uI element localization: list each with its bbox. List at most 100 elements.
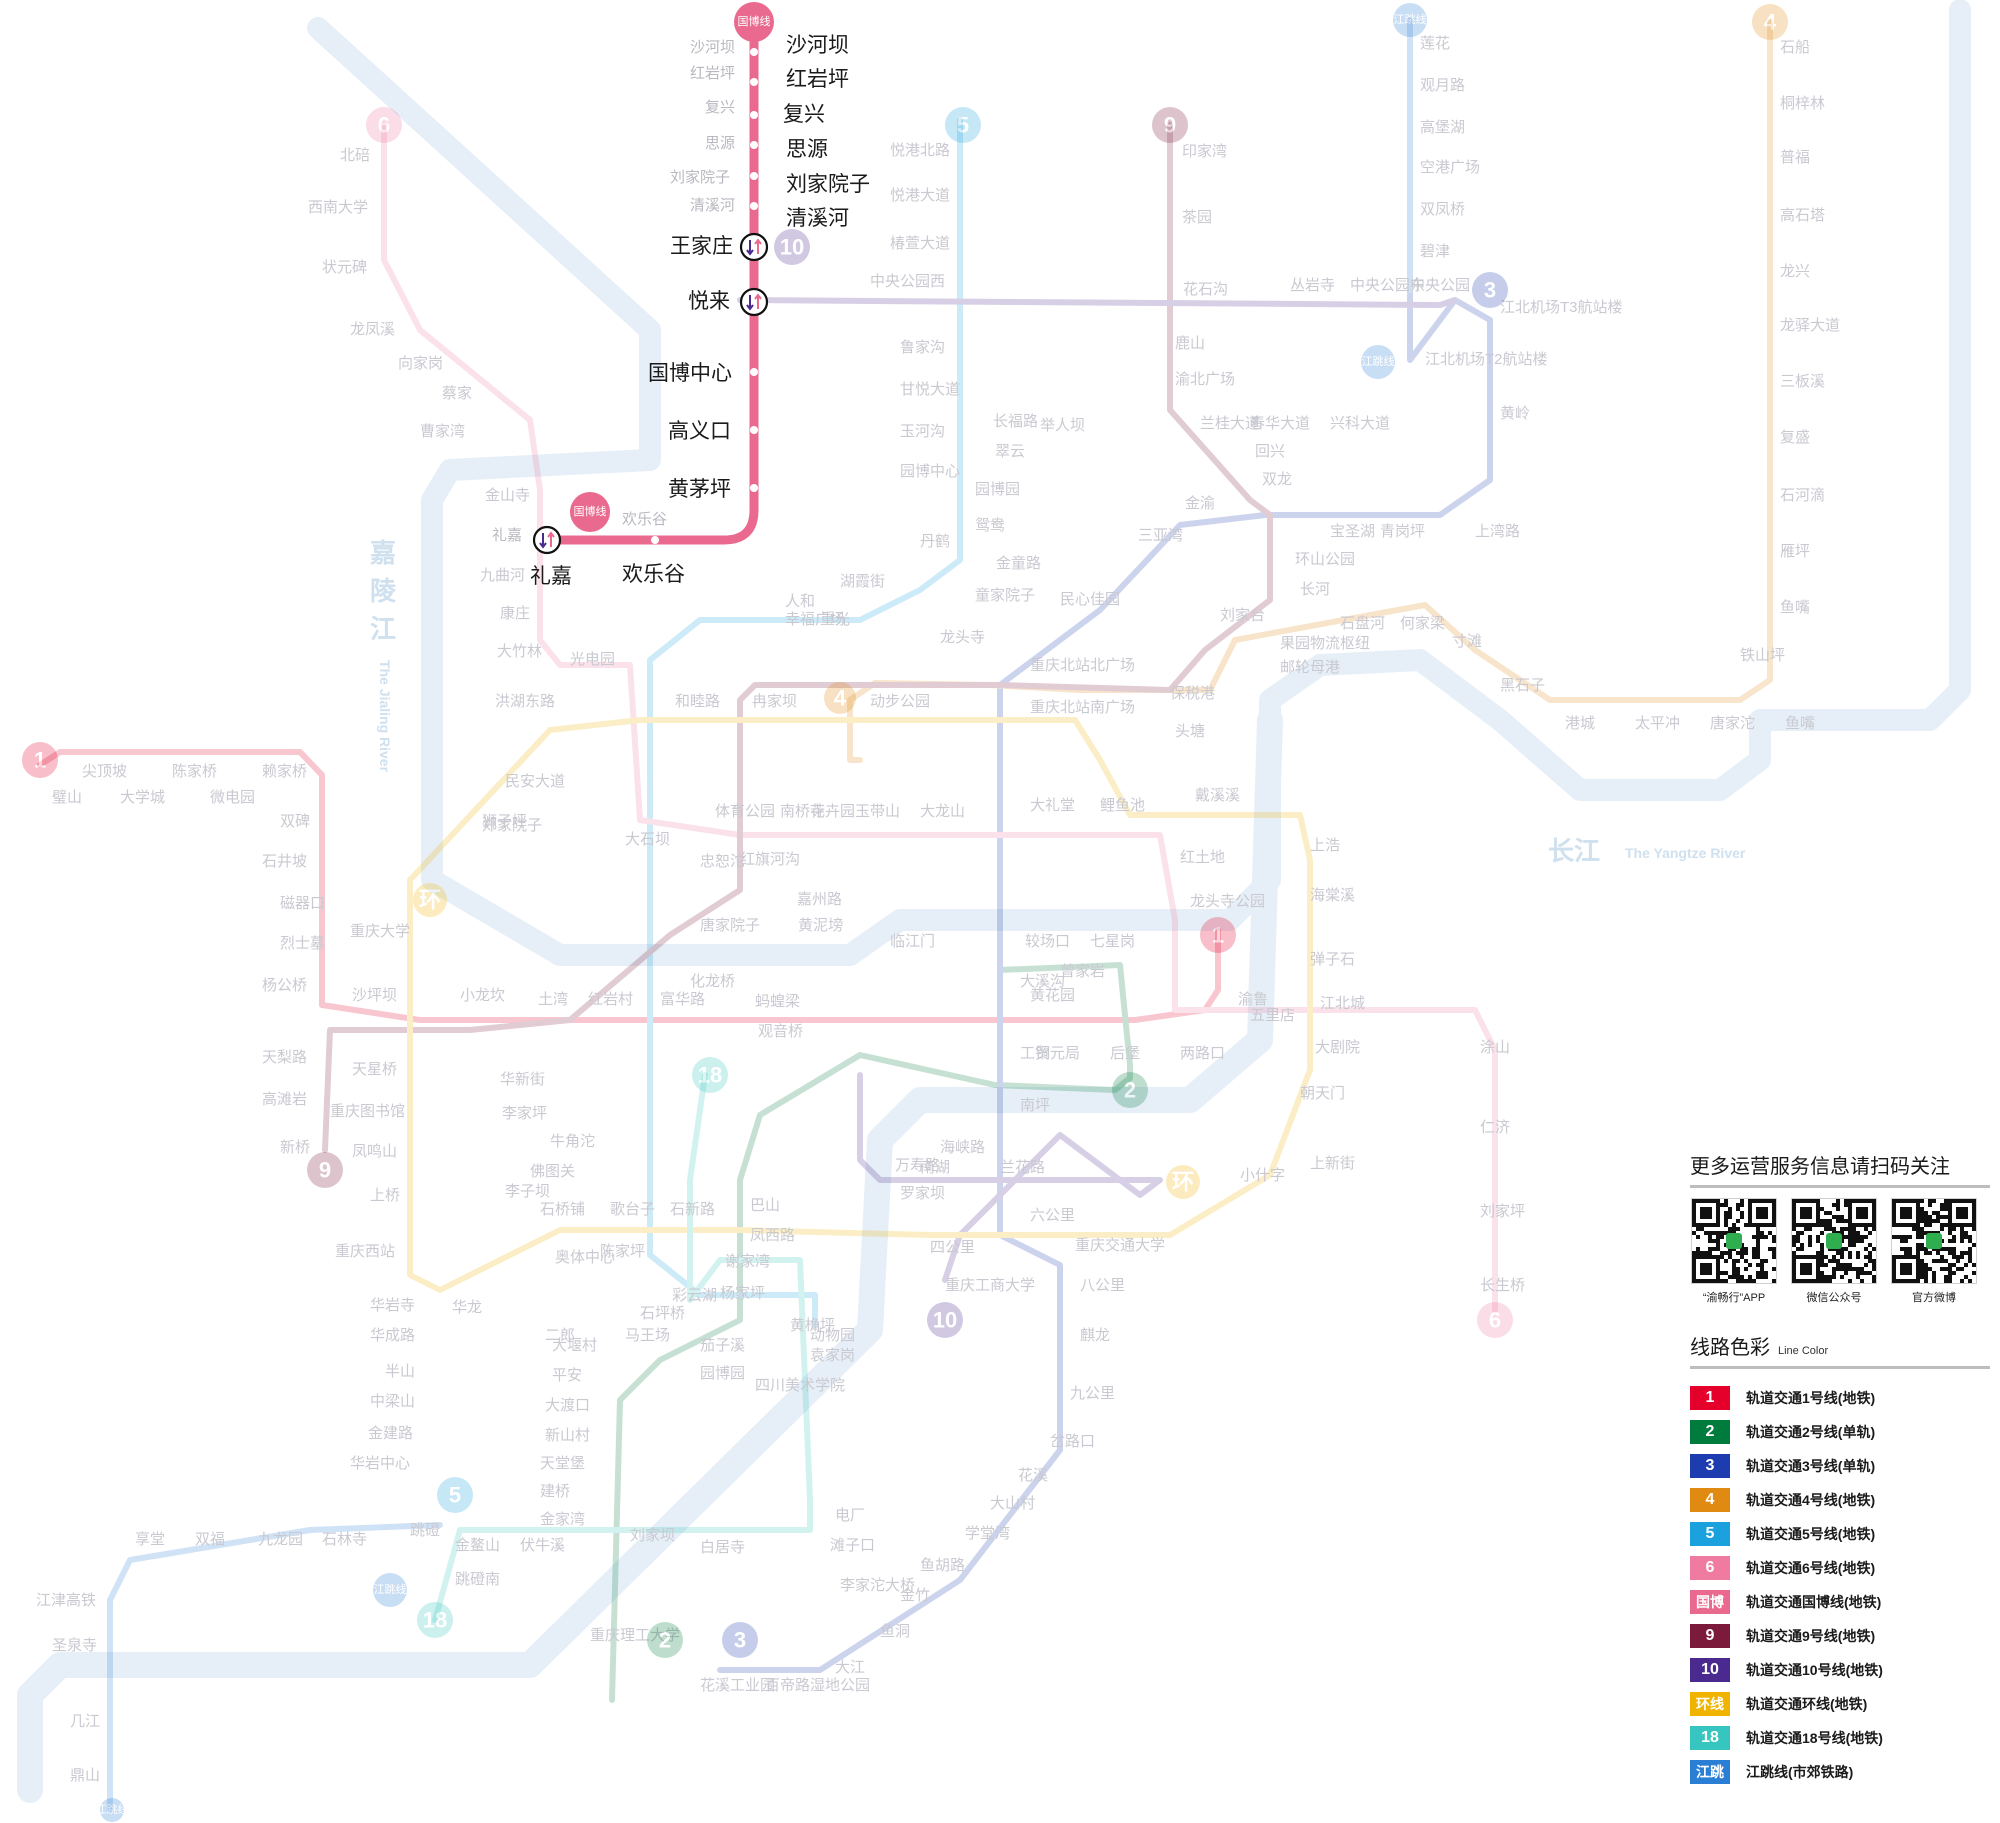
station-dot[interactable]: [750, 111, 758, 119]
yangtze-en: The Yangtze River: [1625, 845, 1746, 861]
faint-station-label: 鱼嘴: [1785, 714, 1815, 732]
faint-station-label: 享堂: [135, 1531, 165, 1548]
qr-code-weibo[interactable]: [1891, 1198, 1977, 1284]
faint-station-label: 港城: [1565, 715, 1595, 732]
line-color-name: 轨道交通3号线(单轨): [1746, 1458, 1876, 1474]
faint-station-label: 翠云: [995, 443, 1025, 460]
guobo-station-label[interactable]: 欢乐谷: [622, 563, 685, 586]
faint-station-label: 兰桂大道: [1200, 415, 1260, 432]
faint-station-label: 重庆西站: [335, 1243, 395, 1260]
faint-station-label: 九龙园: [258, 1531, 303, 1548]
qr-code-wechat[interactable]: [1791, 1198, 1877, 1284]
guobo-station-label[interactable]: 刘家院子: [786, 173, 870, 196]
line3-badge-b-text: 3: [734, 1628, 746, 1653]
faint-station-label: 民心佳园: [1060, 591, 1120, 608]
guobo-station-label[interactable]: 王家庄: [670, 235, 733, 258]
faint-station-label: 大山村: [990, 1495, 1035, 1512]
faint-station-label: 牛角沱: [550, 1133, 595, 1150]
faint-station-label: 石桥铺: [540, 1201, 585, 1218]
station-dot[interactable]: [750, 78, 758, 86]
guobo-station-label[interactable]: 红岩坪: [786, 68, 849, 91]
faint-station-label: 茄子溪: [700, 1337, 745, 1354]
faint-station-label: 双福: [195, 1531, 225, 1548]
faint-station-label: 石新路: [670, 1201, 715, 1218]
faint-station-label: 黄岭: [1500, 405, 1530, 422]
faint-station-label: 石林寺: [322, 1531, 367, 1548]
station-dot[interactable]: [750, 426, 758, 434]
guobo-station[interactable]: 悦来: [688, 287, 769, 317]
faint-station-label: 红土地: [1180, 849, 1225, 866]
guobo-station[interactable]: 高义口: [668, 420, 758, 443]
line1-path: [37, 749, 1221, 1023]
faint-station-label: 磁器口: [280, 895, 325, 912]
guobo-station-label[interactable]: 清溪河: [786, 207, 849, 230]
station-dot[interactable]: [750, 141, 758, 149]
line-color-name: 轨道交通2号线(单轨): [1746, 1424, 1876, 1440]
faint-station-label: 保税港: [1170, 685, 1215, 702]
faint-station-label: 渝北广场: [1175, 371, 1235, 388]
transfer-station-marker[interactable]: [532, 525, 562, 555]
station-dot[interactable]: [750, 484, 758, 492]
station-dot[interactable]: [750, 202, 758, 210]
transfer-station-marker[interactable]: [739, 287, 769, 317]
jiangtiao-badge-mid: [1361, 345, 1395, 379]
transfer-station-marker[interactable]: [739, 232, 769, 262]
faint-station-label: 人和: [785, 593, 815, 610]
guobo-station-label[interactable]: 礼嘉: [530, 565, 572, 588]
qr-code-app[interactable]: [1691, 1198, 1777, 1284]
line5-badge-b-text: 5: [449, 1483, 461, 1508]
transfer-arrow-up-icon: [754, 293, 762, 309]
station-dot[interactable]: [750, 172, 758, 180]
faint-station-label: 后堡: [1110, 1045, 1140, 1062]
guobo-station-label[interactable]: 国博中心: [648, 362, 732, 385]
guobo-station-label[interactable]: 思源: [786, 138, 828, 161]
qr-weibo[interactable]: 官方微博: [1890, 1198, 1978, 1305]
faint-station-label: 大堰村: [552, 1337, 597, 1354]
guobo-station[interactable]: 黄茅坪: [668, 478, 758, 501]
guobo-station[interactable]: 国博中心: [648, 362, 758, 385]
guobo-station[interactable]: 沙河坝 沙河坝: [690, 34, 849, 57]
qr-wechat[interactable]: 微信公众号: [1790, 1198, 1878, 1305]
line-color-name: 轨道交通环线(地铁): [1746, 1696, 1868, 1712]
qr-app[interactable]: “渝畅行”APP: [1690, 1198, 1778, 1305]
faint-station-label: 园博园: [975, 481, 1020, 498]
faint-station-label: 黄泥塝: [798, 917, 843, 934]
faint-station-label: 金竹: [900, 1587, 930, 1604]
qr-wechat-label: 微信公众号: [1806, 1292, 1862, 1304]
guobo-station-label[interactable]: 悦来: [688, 290, 730, 313]
guobo-station[interactable]: 王家庄: [670, 232, 769, 262]
jiangtiao-badge-top-text: 江跳线: [1394, 12, 1427, 26]
faint-station-label: 重庆理工大学: [590, 1627, 680, 1644]
faint-station-label: 土湾: [538, 991, 568, 1008]
station-dot[interactable]: [651, 536, 659, 544]
faint-station-label: 九公里: [1070, 1385, 1115, 1402]
faint-station-label: 李子坝: [505, 1183, 550, 1200]
faint-station-label: 邮轮母港: [1280, 659, 1340, 676]
faint-station-label: 天堂堡: [540, 1455, 585, 1472]
line2-badge-b: [647, 1622, 683, 1658]
guobo-station-label[interactable]: 复兴: [783, 103, 825, 126]
faint-station-label: 上浩: [1310, 837, 1340, 854]
station-dot[interactable]: [750, 48, 758, 56]
guobo-station-label[interactable]: 黄茅坪: [668, 478, 731, 501]
line-color-name: 轨道交通6号线(地铁): [1746, 1560, 1876, 1576]
guobo-station-faint-label: 沙河坝: [690, 39, 735, 56]
faint-station-label: 茶园: [1182, 209, 1212, 226]
guobo-station[interactable]: 思源 思源: [705, 135, 828, 161]
guobo-station-faint-label: 思源: [705, 135, 735, 152]
faint-station-label: 学堂湾: [965, 1525, 1010, 1542]
transfer-arrow-down-icon: [746, 295, 754, 311]
line18-badge-a: [692, 1057, 728, 1093]
guobo-station-label[interactable]: 沙河坝: [786, 34, 849, 57]
station-dot[interactable]: [750, 368, 758, 376]
guobo-station-label[interactable]: 高义口: [668, 420, 731, 443]
jiangtiao-badge-bottom-text: 江跳线: [96, 1802, 129, 1816]
